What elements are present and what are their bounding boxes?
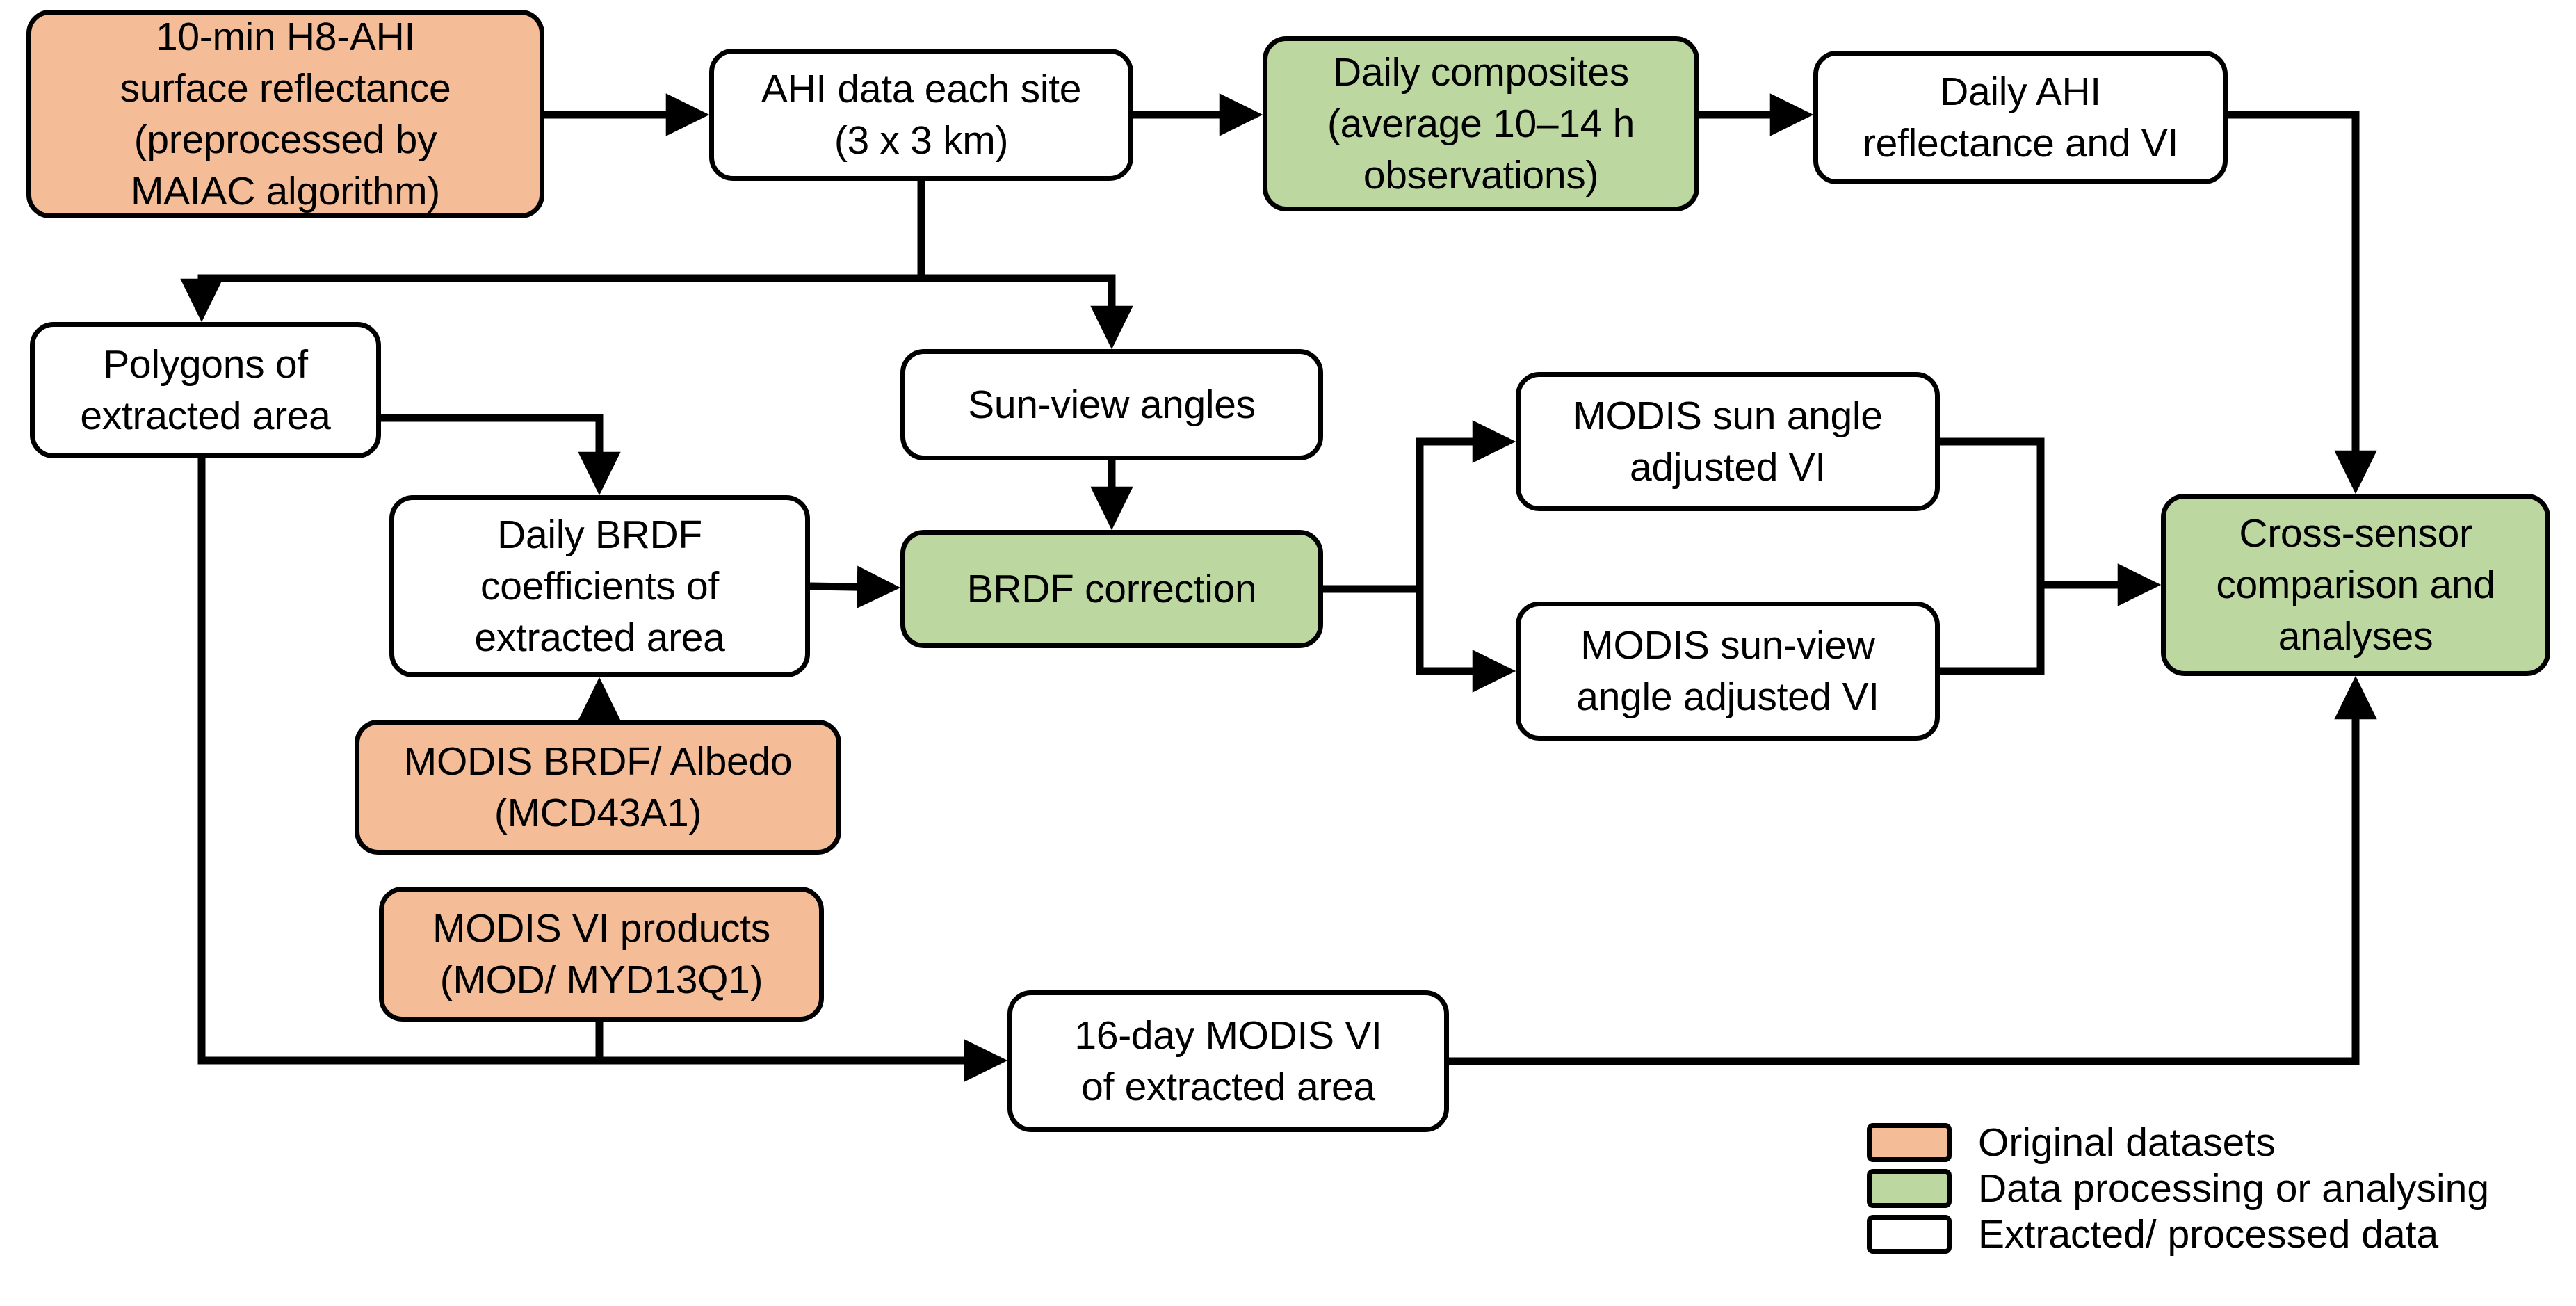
node-h8-ahi-reflectance[interactable]: 10-min H8-AHI surface reflectance (prepr… <box>26 10 544 218</box>
node-daily-brdf-coefficients[interactable]: Daily BRDF coefficients of extracted are… <box>389 495 810 677</box>
legend-item-original-datasets: Original datasets <box>1867 1121 2569 1164</box>
edge-brdf-split-trunk <box>1323 420 1516 593</box>
edge-sunviewangle-to-merge <box>1940 585 2045 675</box>
legend-label-data-processing: Data processing or analysing <box>1978 1166 2490 1211</box>
node-sun-view-angles[interactable]: Sun-view angles <box>900 349 1323 460</box>
legend-label-extracted-processed: Extracted/ processed data <box>1978 1211 2439 1257</box>
legend-label-original-datasets: Original datasets <box>1978 1120 2276 1165</box>
node-modis-vi-products[interactable]: MODIS VI products (MOD/ MYD13Q1) <box>379 887 824 1022</box>
node-daily-ahi-reflectance-vi[interactable]: Daily AHI reflectance and VI <box>1813 51 2228 184</box>
node-modis-sun-view-angle-adjusted-vi[interactable]: MODIS sun-view angle adjusted VI <box>1516 602 1940 741</box>
legend: Original datasets Data processing or ana… <box>1867 1121 2569 1259</box>
edge-brdf-split-lower <box>1416 589 1516 693</box>
edge-coeff-to-brdf-correction <box>809 565 901 608</box>
legend-swatch-extracted-processed <box>1867 1215 1952 1254</box>
legend-item-data-processing: Data processing or analysing <box>1867 1167 2569 1210</box>
edge-daily-ahi-to-cross-sensor <box>2228 111 2377 494</box>
edge-ahi-site-bus-right <box>921 274 1133 350</box>
legend-swatch-data-processing <box>1867 1169 1952 1208</box>
edge-polygons-to-brdf-coeff <box>381 414 621 496</box>
node-modis-sun-angle-adjusted-vi[interactable]: MODIS sun angle adjusted VI <box>1516 372 1940 511</box>
edge-sunangle-to-merge <box>1940 437 2045 585</box>
node-polygons-of-extracted-area[interactable]: Polygons of extracted area <box>30 322 381 458</box>
legend-item-extracted-processed: Extracted/ processed data <box>1867 1213 2569 1256</box>
node-ahi-data-each-site[interactable]: AHI data each site (3 x 3 km) <box>709 49 1133 181</box>
legend-swatch-original-datasets <box>1867 1123 1952 1162</box>
node-cross-sensor-comparison[interactable]: Cross-sensor comparison and analyses <box>2161 494 2550 676</box>
node-16-day-modis-vi[interactable]: 16-day MODIS VI of extracted area <box>1007 990 1449 1132</box>
node-daily-composites[interactable]: Daily composites (average 10–14 h observ… <box>1263 36 1699 211</box>
node-modis-brdf-albedo[interactable]: MODIS BRDF/ Albedo (MCD43A1) <box>355 720 841 855</box>
node-brdf-correction[interactable]: BRDF correction <box>900 530 1323 648</box>
